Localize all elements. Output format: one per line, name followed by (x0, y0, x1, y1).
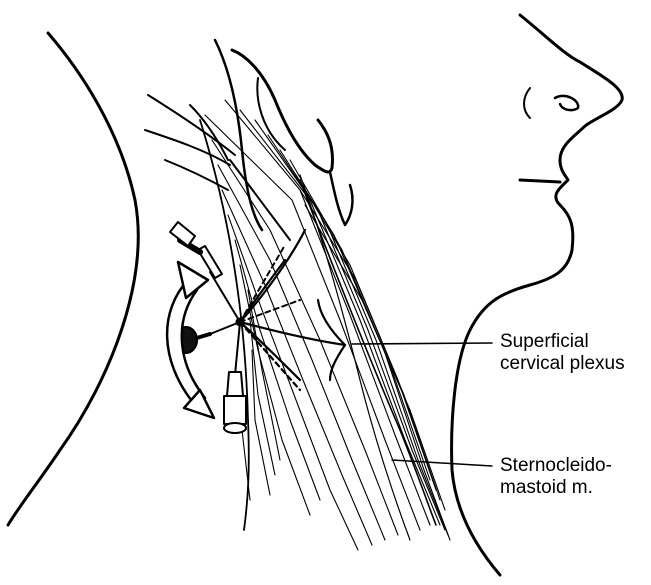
scm-label-line-2: mastoid m. (500, 477, 612, 499)
sternocleidomastoid-label: Sternocleido- mastoid m. (500, 455, 612, 499)
plexus-label-line-2: cervical plexus (500, 353, 625, 375)
scm-label-line-1: Sternocleido- (500, 455, 612, 477)
superficial-cervical-plexus-label: Superficial cervical plexus (500, 331, 625, 375)
nose-crease (524, 88, 530, 118)
plexus-callout-line (352, 343, 492, 344)
neck-back-outline (8, 33, 138, 525)
upper-nerve-branches (145, 95, 290, 240)
nostril (555, 96, 578, 110)
neck-front-strand (300, 175, 410, 540)
jaw-curve (330, 172, 352, 225)
muscle-border-anterior (300, 180, 436, 525)
plexus-branches (240, 230, 345, 380)
plexus-label-line-1: Superficial (500, 331, 625, 353)
needle-middle (175, 322, 240, 353)
mouth (520, 180, 560, 182)
